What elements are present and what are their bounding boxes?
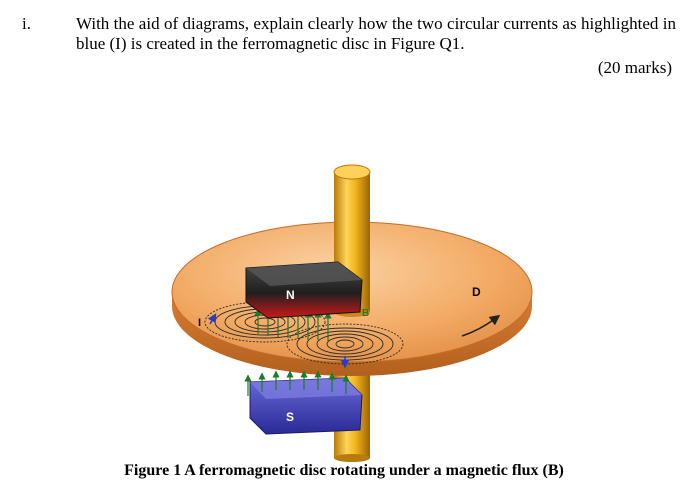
south-label: S xyxy=(286,410,294,424)
figure-caption: Figure 1 A ferromagnetic disc rotating u… xyxy=(0,462,688,480)
north-magnet: N xyxy=(246,262,362,318)
direction-label: D xyxy=(472,285,481,299)
current-label: I xyxy=(198,317,201,329)
north-label: N xyxy=(286,288,295,302)
south-magnet: S xyxy=(250,378,362,434)
flux-label: B xyxy=(362,308,369,319)
